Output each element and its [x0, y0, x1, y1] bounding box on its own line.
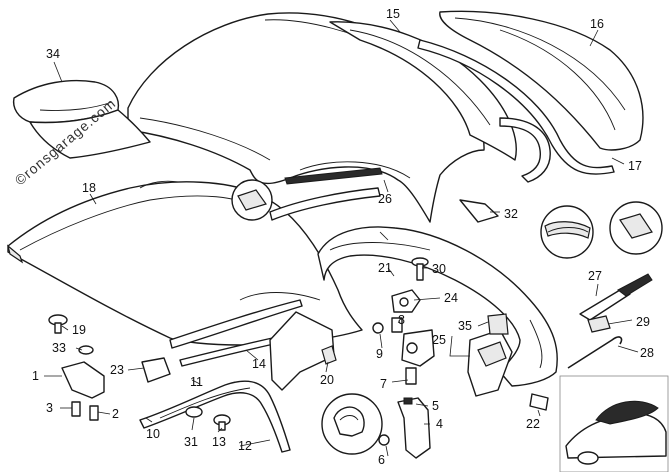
label-17: 17: [628, 159, 642, 173]
label-5: 5: [432, 399, 439, 413]
label-28: 28: [640, 346, 654, 360]
callout-labels: 15 16 17 34 18 26 32 30 21 24 27 29 28 3…: [32, 7, 654, 467]
seal-10-12: [139, 380, 291, 453]
label-31: 31: [184, 435, 198, 449]
label-18: 18: [82, 181, 96, 195]
seal-detail-1: [540, 205, 594, 259]
label-20: 20: [320, 373, 334, 387]
label-7: 7: [380, 377, 387, 391]
bracket-pillar: [269, 311, 337, 391]
bolt-30: [411, 257, 429, 281]
label-10: 10: [146, 427, 160, 441]
label-25: 25: [432, 333, 446, 347]
label-11: 11: [190, 375, 203, 389]
label-2: 2: [112, 407, 119, 421]
latch-24: [391, 289, 421, 313]
label-16: 16: [590, 17, 604, 31]
label-32: 32: [504, 207, 518, 221]
bracket-23: [141, 357, 171, 383]
bracket-1: [61, 361, 105, 399]
label-12: 12: [238, 439, 252, 453]
label-23: 23: [110, 363, 124, 377]
bracket-4: [397, 397, 431, 459]
clip-detail-bottom: [321, 393, 383, 455]
label-35: 35: [458, 319, 472, 333]
bolt-19: [48, 314, 68, 334]
pad-29: [587, 315, 611, 333]
car-thumbnail: [559, 375, 669, 472]
rear-window-16: [439, 10, 644, 151]
stud-22: [529, 393, 549, 411]
label-21: 21: [378, 261, 392, 275]
weatherstrip-26: [269, 187, 381, 221]
screw-6: [378, 434, 390, 446]
label-1: 1: [32, 369, 39, 383]
label-15: 15: [386, 7, 400, 21]
clip-detail-left: [231, 179, 273, 221]
rivet-13: [213, 414, 231, 431]
label-9: 9: [376, 347, 383, 361]
label-24: 24: [444, 291, 458, 305]
label-14: 14: [252, 357, 266, 371]
washer-9: [372, 322, 384, 334]
fitting-8: [391, 317, 403, 333]
label-6: 6: [378, 453, 385, 467]
label-26: 26: [378, 192, 392, 206]
label-33: 33: [52, 341, 66, 355]
label-13: 13: [212, 435, 226, 449]
bracket-32: [459, 199, 499, 223]
washer-31: [185, 406, 203, 418]
window-seal-17: [417, 39, 615, 175]
latch-housing-25: [467, 329, 513, 397]
label-3: 3: [46, 401, 53, 415]
screw-2: [89, 405, 99, 421]
label-22: 22: [526, 417, 540, 431]
label-34: 34: [46, 47, 60, 61]
cushion-34: [12, 79, 151, 159]
washer-33: [78, 345, 94, 355]
hinge-assembly: [401, 329, 435, 385]
label-8: 8: [398, 313, 405, 327]
label-29: 29: [636, 315, 650, 329]
hook-28: [567, 336, 623, 369]
label-19: 19: [72, 323, 86, 337]
tool-27: [579, 273, 653, 321]
hardtop-shell: [127, 12, 485, 223]
leader-lines: [44, 19, 639, 457]
seal-detail-2: [609, 201, 663, 255]
channel-seal: [499, 117, 551, 183]
frame-21: [317, 226, 558, 387]
label-30: 30: [432, 262, 446, 276]
cap-35: [487, 313, 509, 335]
label-4: 4: [436, 417, 443, 431]
screw-3: [71, 401, 81, 417]
label-27: 27: [588, 269, 602, 283]
